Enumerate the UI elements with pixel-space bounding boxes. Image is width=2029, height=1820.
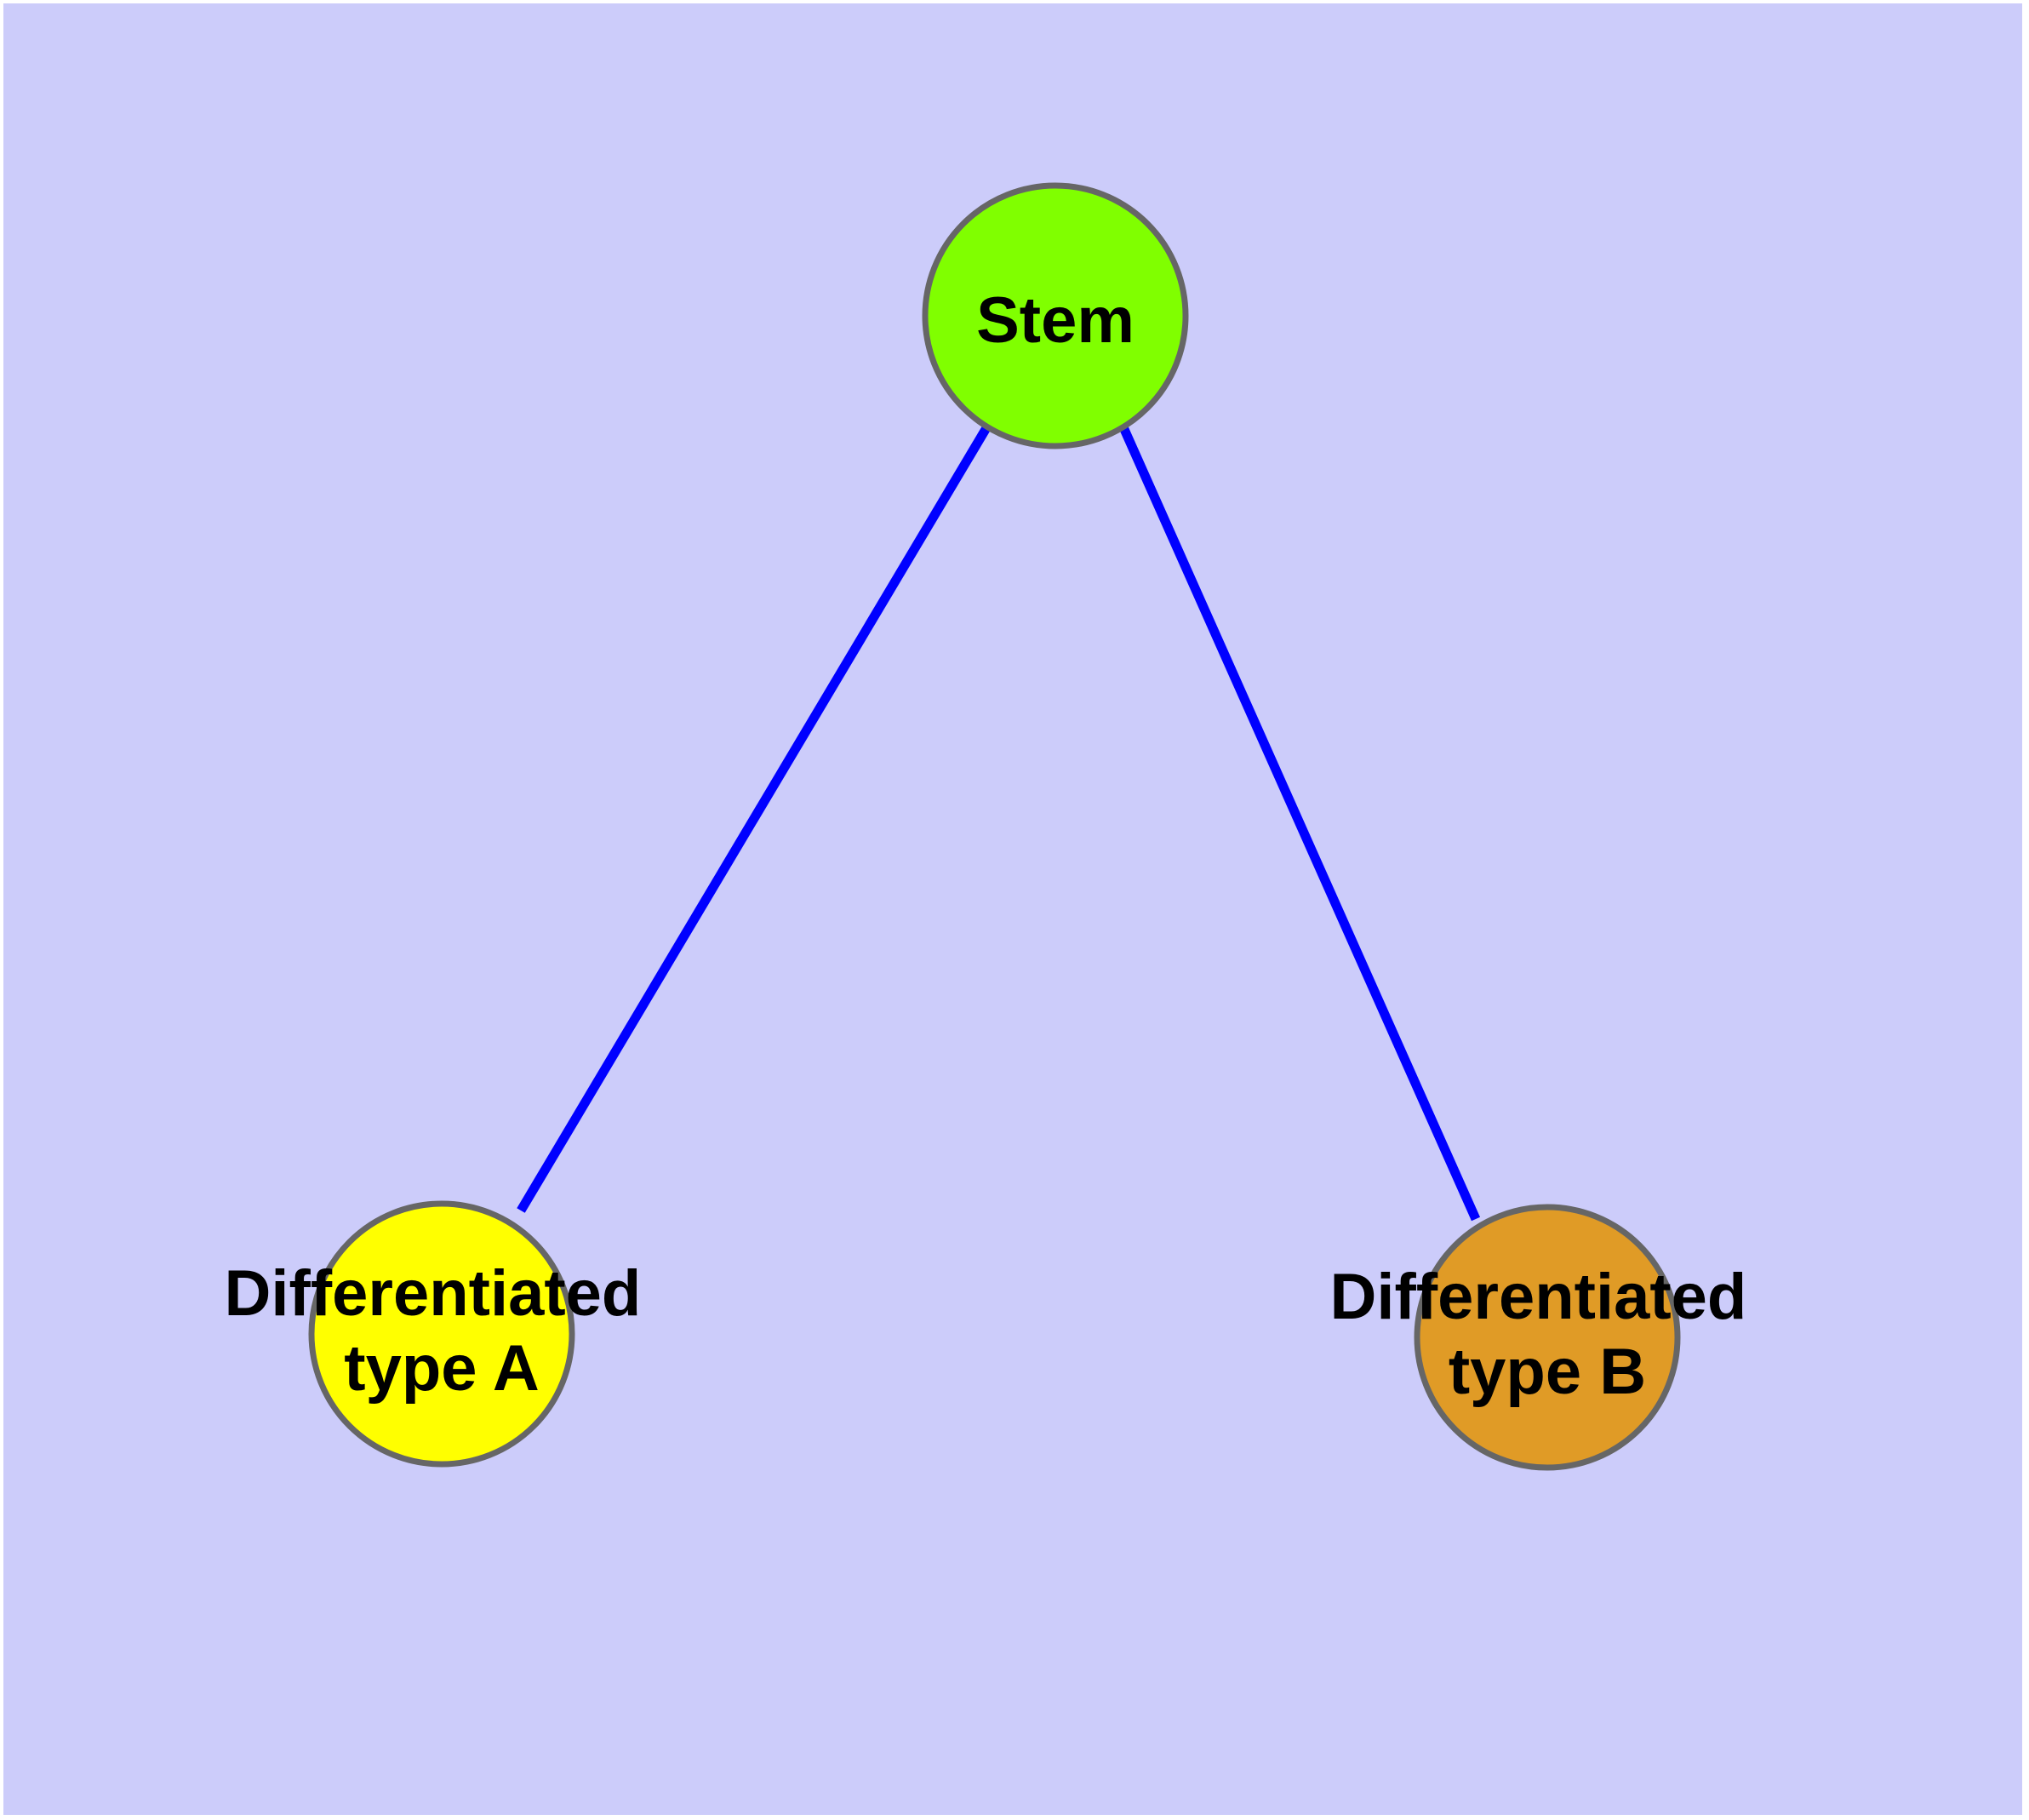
node-stem[interactable]: Stem (922, 182, 1189, 449)
node-differentiated-type-a-label-line1: Differentiated (225, 1257, 642, 1330)
node-differentiated-type-b-circle[interactable] (1414, 1204, 1681, 1471)
node-differentiated-type-a-label-line2: type A (344, 1332, 539, 1405)
node-differentiated-type-b-label-line2: type B (1449, 1336, 1646, 1408)
node-stem-label: Stem (976, 284, 1135, 357)
edge-stem-to-type-a[interactable] (517, 424, 992, 1213)
edge-stem-to-type-b[interactable] (1118, 425, 1481, 1222)
node-differentiated-type-b[interactable]: Differentiated type B (1330, 1204, 1765, 1471)
node-stem-label-line1: Stem (976, 284, 1135, 357)
edge-layer (517, 424, 1481, 1222)
node-differentiated-type-a-label: Differentiated type A (225, 1257, 660, 1405)
node-differentiated-type-b-label-line1: Differentiated (1330, 1261, 1747, 1333)
node-differentiated-type-a[interactable]: Differentiated type A (225, 1200, 660, 1468)
node-stem-circle[interactable] (922, 182, 1189, 449)
node-differentiated-type-b-label: Differentiated type B (1330, 1261, 1765, 1408)
node-differentiated-type-a-circle[interactable] (308, 1200, 575, 1468)
